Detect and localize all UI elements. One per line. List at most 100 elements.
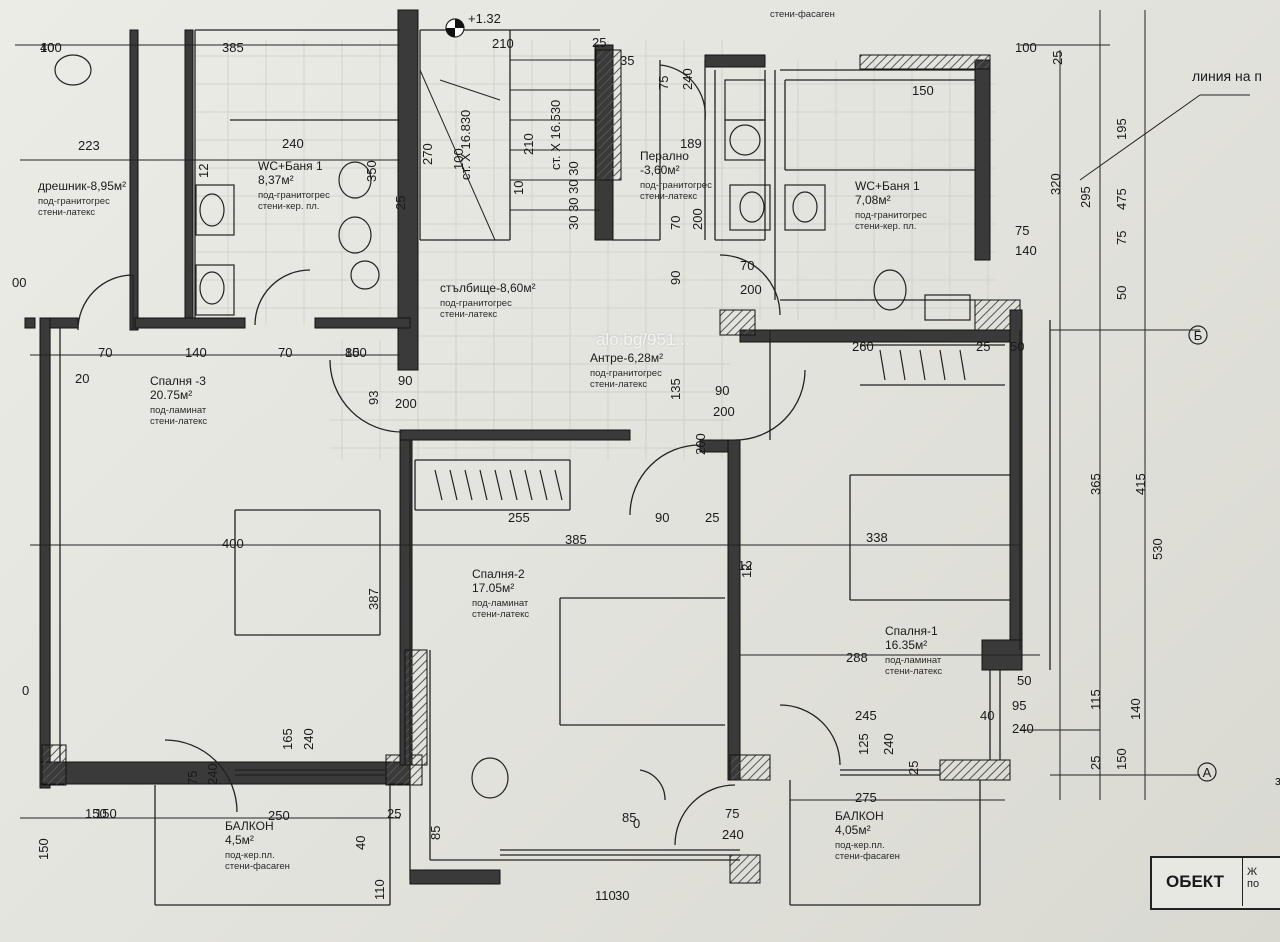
dim-v-3: 25 — [393, 196, 408, 210]
dim-v-11: 320 — [1048, 173, 1063, 195]
dim-h-23: 200 — [395, 396, 417, 411]
dim-h-34: 288 — [846, 650, 868, 665]
dim-h-1: 385 — [222, 40, 244, 55]
dim-h-8: 189 — [680, 136, 702, 151]
dim-v-0: 12 — [196, 164, 211, 178]
dim-h-10: 75 — [1015, 223, 1029, 238]
dim-h-38: 95 — [1012, 698, 1026, 713]
room-5-name: Антре-6,28м² — [590, 351, 663, 365]
dim-v-18: 93 — [366, 391, 381, 405]
room-1-area: 8,37м² — [258, 173, 294, 187]
room-6-area: 20.75м² — [150, 388, 192, 402]
dim-v-21: 200 — [693, 433, 708, 455]
title-block-r1: Ж — [1247, 866, 1258, 878]
stair-level-1: ст. Х 16.830 — [458, 110, 473, 180]
dim-v-20: 90 — [668, 271, 683, 285]
axis-markers: Б А — [445, 18, 1217, 782]
dim-h-15: 70 — [98, 345, 112, 360]
dim-h-21: 50 — [1010, 339, 1024, 354]
wardrobe-marks — [434, 349, 966, 501]
dim-h-17: 70 — [278, 345, 292, 360]
dim-h-18: 100 — [345, 345, 367, 360]
room-6-walls: стени-латекс — [150, 416, 207, 427]
sheet-edge-label: з — [1275, 773, 1280, 788]
room-3-name: Перално — [640, 149, 689, 163]
dim-h-32: 338 — [866, 530, 888, 545]
outline-lines — [49, 29, 1051, 906]
dim-h-6: 223 — [78, 138, 100, 153]
dim-h-25: 90 — [715, 383, 729, 398]
dim-h-31: 385 — [565, 532, 587, 547]
dim-v-17: 25 — [1050, 51, 1065, 65]
room-7-walls: стени-латекс — [472, 609, 529, 620]
dim-v-2: 270 — [420, 143, 435, 165]
dim-h-7: 240 — [282, 136, 304, 151]
dim-v-24: 530 — [1150, 538, 1165, 560]
dim-v-22: 365 — [1088, 473, 1103, 495]
tile-areas — [195, 40, 995, 460]
axis-b-label: Б — [1194, 328, 1203, 343]
room-10-name: БАЛКОН — [835, 809, 884, 823]
dim-v-14: 295 — [1078, 186, 1093, 208]
dim-v-38: 150 — [36, 838, 51, 860]
dim-v-9: 70 — [668, 216, 683, 230]
dim-v-42: 0 — [633, 816, 640, 831]
dim-v-37: 150 — [1114, 748, 1129, 770]
room-7-floor: под-ламинат — [472, 598, 529, 609]
dim-h-16: 140 — [185, 345, 207, 360]
room-10-area: 4,05м² — [835, 823, 871, 837]
dim-h-49: 110 — [595, 888, 616, 903]
axis-a-label: А — [1203, 765, 1212, 780]
dim-v-30: 240 — [205, 763, 220, 785]
room-4-area: 7,08м² — [855, 193, 891, 207]
dim-h-40: 250 — [268, 808, 290, 823]
dim-h-30: 400 — [222, 536, 244, 551]
dim-h-35: 50 — [1017, 673, 1031, 688]
faint-top-label: стени-фасаген — [770, 9, 835, 20]
watermark: alo.bg/951... — [596, 330, 690, 349]
room-10-floor: под-кер.пл. — [835, 840, 885, 851]
dim-v-27: 165 — [280, 728, 295, 750]
dim-v-28: 240 — [301, 728, 316, 750]
title-block-right: Ж по — [1242, 856, 1280, 906]
dim-h-19: 260 — [852, 339, 874, 354]
dim-v-41: 85 — [428, 826, 443, 840]
room-labels: дрешник-8,95м²под-гранитогресстени-латек… — [38, 149, 942, 872]
dim-h-44: 75 — [725, 806, 739, 821]
room-2-walls: стени-латекс — [440, 309, 497, 320]
dim-h-14: 00 — [12, 275, 26, 290]
room-8-name: Спалня-1 — [885, 624, 938, 638]
stair-level-2: ст. Х 16.530 — [548, 100, 563, 170]
room-8-area: 16.35м² — [885, 638, 927, 652]
dim-v-39: 40 — [353, 836, 368, 850]
dim-v-43: 0 — [22, 683, 29, 698]
dim-v-32: 240 — [881, 733, 896, 755]
room-3-walls: стени-латекс — [640, 191, 697, 202]
dim-h-20: 25 — [976, 339, 990, 354]
walls — [24, 9, 1023, 885]
room-1-floor: под-гранитогрес — [258, 190, 330, 201]
room-5-floor: под-гранитогрес — [590, 368, 662, 379]
dim-v-1: 350 — [364, 160, 379, 182]
room-1-name: WC+Баня 1 — [258, 159, 323, 173]
dim-v-34: 115 — [1088, 689, 1103, 710]
dim-h-5: 100 — [1015, 40, 1037, 55]
room-1-walls: стени-кер. пл. — [258, 201, 319, 212]
dim-h-48: 30 — [615, 888, 629, 903]
dim-h-39: 240 — [1012, 721, 1034, 736]
room-9-floor: под-кер.пл. — [225, 850, 275, 861]
dim-v-5: 10 — [511, 181, 526, 195]
room-8-walls: стени-латекс — [885, 666, 942, 677]
room-4-name: WC+Баня 1 — [855, 179, 920, 193]
dim-h-26: 200 — [713, 404, 735, 419]
room-9-name: БАЛКОН — [225, 819, 274, 833]
dim-v-31: 125 — [856, 733, 871, 755]
object-label: ОБЕКТ — [1166, 872, 1224, 891]
dim-v-25: 387 — [366, 588, 381, 610]
dim-h-29: 25 — [705, 510, 719, 525]
title-block-r2: по — [1247, 878, 1260, 890]
dim-h-22: 90 — [398, 373, 412, 388]
